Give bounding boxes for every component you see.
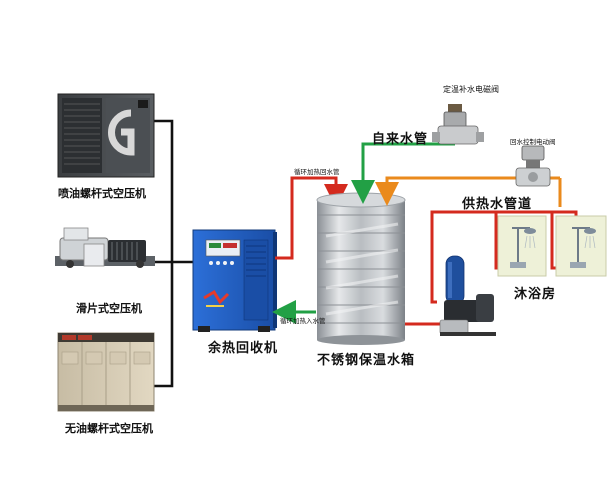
label-return-valve: 回水控制电动阀 bbox=[510, 138, 556, 146]
return-motor-valve bbox=[515, 145, 551, 187]
label-circulation-heated-pipe: 循环加热回水管 bbox=[294, 168, 340, 176]
label-thermostat-valve: 定温补水电磁阀 bbox=[443, 85, 499, 94]
label-heat-recovery-unit: 余热回收机 bbox=[208, 341, 279, 356]
compressor-sliding-vane bbox=[55, 227, 155, 268]
label-compressor-oil-free: 无油螺杆式空压机 bbox=[65, 422, 153, 435]
label-hot-water-supply-pipe: 供热水管道 bbox=[462, 197, 533, 212]
booster-pump bbox=[439, 255, 496, 336]
thermostat-valve bbox=[432, 104, 484, 145]
label-compressor-sliding-vane: 滑片式空压机 bbox=[76, 302, 142, 315]
compressor-oil-free bbox=[57, 332, 155, 412]
tap-water-pipe bbox=[351, 142, 455, 204]
heat-recovery-unit bbox=[192, 229, 277, 332]
stainless-tank bbox=[316, 192, 406, 345]
compressor-oil-screw bbox=[57, 93, 155, 178]
circulation-heated-pipe bbox=[275, 176, 348, 260]
label-compressor-oil-screw: 喷油螺杆式空压机 bbox=[58, 187, 146, 200]
air-line bbox=[153, 119, 193, 388]
label-tank: 不锈钢保温水箱 bbox=[317, 353, 416, 368]
label-tap-water-pipe: 自来水管 bbox=[372, 132, 429, 147]
bathroom bbox=[497, 215, 607, 277]
label-circulation-heated-inlet: 循环加热入水管 bbox=[280, 317, 326, 325]
label-bathroom: 沐浴房 bbox=[514, 287, 557, 302]
